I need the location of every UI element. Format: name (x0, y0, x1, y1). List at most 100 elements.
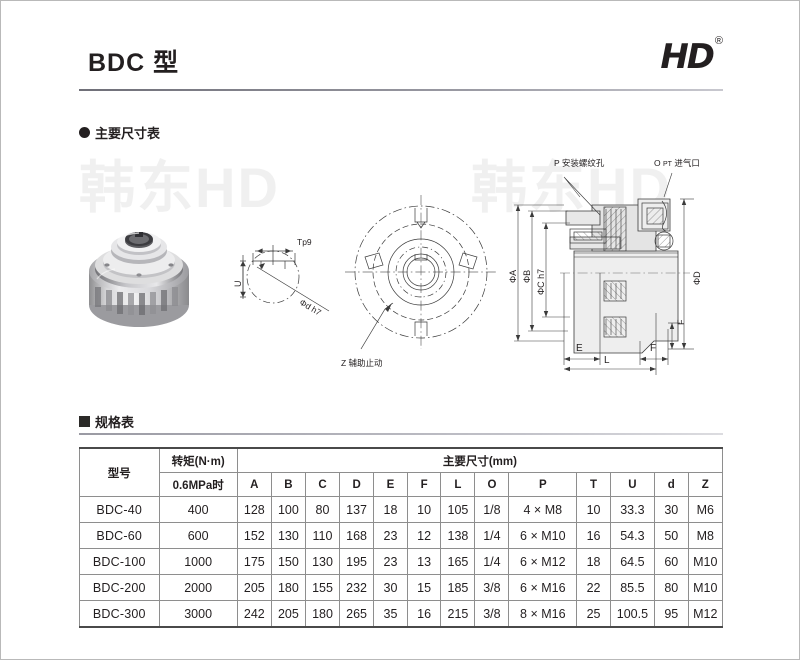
keyway-label-tp9: Tp9 (297, 237, 312, 247)
cell-a: 242 (236, 600, 272, 628)
cell-t: 25 (576, 600, 611, 628)
cell-p: 6 × M12 (508, 548, 578, 575)
cell-d: 50 (653, 522, 689, 549)
section-dim-label-l: L (604, 355, 610, 366)
cell-t: 22 (576, 574, 611, 601)
cell-a: 152 (236, 522, 272, 549)
cell-u: 33.3 (609, 496, 655, 523)
cell-model: BDC-40 (79, 496, 160, 523)
registered-trademark-icon: ® (714, 35, 723, 47)
cell-z: M6 (687, 496, 724, 523)
col-header-u: U (609, 472, 655, 497)
cell-u: 54.3 (609, 522, 655, 549)
col-header-o: O (474, 472, 510, 497)
section-dim-label-b: ΦB (522, 269, 532, 283)
spec-header-row-1: 型号 转矩(N·m) 主要尺寸(mm) (79, 447, 724, 497)
cell-u: 85.5 (609, 574, 655, 601)
spec-header-row-2: 0.6MPa时 A B C D E F L O P T U d Z (80, 472, 724, 497)
section-dim-label-d: ΦD (692, 271, 702, 285)
section-dim-label-f-vertical: F (676, 319, 686, 326)
cell-c: 130 (304, 548, 341, 575)
section-view-drawing: P 安装螺纹孔 O PT 进气口 ΦA ΦB ΦC h7 ΦD F E F L (504, 153, 736, 379)
cell-p: 8 × M16 (508, 600, 578, 628)
cell-torque: 600 (158, 522, 238, 549)
keyway-label-u: U (233, 280, 243, 288)
logo-text: HD (660, 37, 715, 77)
page-title: BDC 型 (88, 49, 180, 77)
cell-t: 18 (576, 548, 611, 575)
cell-u: 64.5 (609, 548, 655, 575)
watermark-left: 韩东HD (79, 156, 280, 219)
cell-e: 23 (373, 548, 408, 575)
cell-model: BDC-60 (79, 522, 160, 549)
cell-l: 185 (440, 574, 476, 601)
cell-d: 232 (339, 574, 375, 601)
bullet-circle-icon (79, 127, 90, 138)
cell-b: 100 (270, 496, 306, 523)
cell-a: 128 (236, 496, 272, 523)
col-header-d-shaft: d (653, 472, 689, 497)
cell-z: M12 (687, 600, 724, 628)
cell-l: 105 (440, 496, 476, 523)
cell-d: 265 (339, 600, 375, 628)
section-heading-spec-label: 规格表 (95, 415, 135, 430)
cell-f: 13 (406, 548, 442, 575)
col-header-model: 型号 (79, 447, 160, 497)
col-header-t: T (576, 472, 611, 497)
col-header-dimensions-group: 主要尺寸(mm) (236, 447, 724, 473)
cell-p: 6 × M16 (508, 574, 578, 601)
keyway-detail-drawing: Tp9 U Φd h7 (217, 215, 349, 331)
col-header-l: L (440, 472, 476, 497)
cell-c: 80 (304, 496, 341, 523)
col-header-a: A (236, 472, 272, 497)
cell-l: 215 (440, 600, 476, 628)
cell-torque: 2000 (158, 574, 238, 601)
cell-c: 110 (304, 522, 341, 549)
section-heading-spec: 规格表 (79, 412, 134, 431)
spec-section-divider (79, 433, 723, 435)
cell-e: 18 (373, 496, 408, 523)
cell-o: 3/8 (474, 600, 510, 628)
section-label-mounting-hole: P 安装螺纹孔 (554, 158, 605, 168)
cell-b: 130 (270, 522, 306, 549)
col-header-f: F (406, 472, 442, 497)
col-header-z: Z (687, 472, 724, 497)
air-inlet-pt: PT (663, 161, 672, 168)
section-label-air-inlet: O PT 进气口 (654, 157, 700, 169)
cell-d: 30 (653, 496, 689, 523)
cell-d: 95 (653, 600, 689, 628)
section-dim-label-f: F (650, 343, 657, 354)
cell-a: 175 (236, 548, 272, 575)
cell-o: 1/4 (474, 548, 510, 575)
bullet-square-icon (79, 416, 90, 427)
spec-table-wrap: 型号 转矩(N·m) 主要尺寸(mm) 0.6MPa时 A B C D E F … (79, 447, 724, 628)
spec-table: 型号 转矩(N·m) 主要尺寸(mm) 0.6MPa时 A B C D E F … (79, 447, 724, 628)
cell-d: 60 (653, 548, 689, 575)
product-photo (73, 213, 205, 341)
cell-d: 137 (339, 496, 375, 523)
cell-l: 138 (440, 522, 476, 549)
front-view-label-stopper: Z 辅助止动 (341, 358, 383, 368)
air-inlet-o: O (654, 158, 661, 168)
col-header-e: E (373, 472, 408, 497)
cell-b: 150 (270, 548, 306, 575)
spec-table-head: 型号 转矩(N·m) 主要尺寸(mm) 0.6MPa时 A B C D E F … (79, 447, 724, 497)
cell-d: 168 (339, 522, 375, 549)
col-header-d: D (339, 472, 375, 497)
col-header-torque-sub: 0.6MPa时 (158, 472, 238, 497)
cell-l: 165 (440, 548, 476, 575)
cell-f: 12 (406, 522, 442, 549)
cell-d: 195 (339, 548, 375, 575)
cell-o: 1/4 (474, 522, 510, 549)
section-dim-label-a: ΦA (508, 269, 518, 283)
cell-model: BDC-200 (79, 574, 160, 601)
cell-e: 30 (373, 574, 408, 601)
cell-p: 6 × M10 (508, 522, 578, 549)
front-view-drawing: Z 辅助止动 (339, 191, 515, 383)
